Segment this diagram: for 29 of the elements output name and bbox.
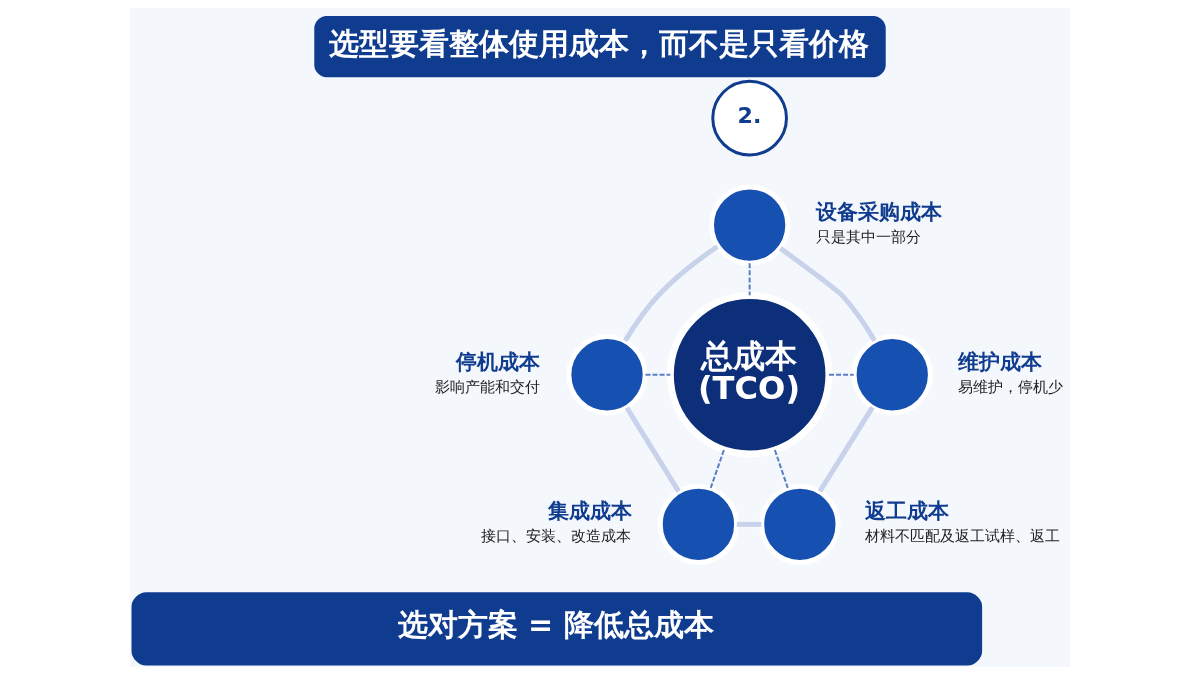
node-label: 只是其中一部分	[815, 228, 921, 247]
connector	[829, 373, 854, 376]
node-circle: 总成本 (TCO)	[666, 291, 833, 458]
connector	[817, 406, 875, 493]
node-label: 返工成本	[865, 498, 950, 524]
connector	[624, 406, 681, 493]
connector	[778, 246, 877, 342]
connector	[709, 449, 725, 489]
node-label: 停机成本	[456, 348, 541, 374]
connector	[748, 263, 751, 296]
node-circle	[708, 184, 791, 266]
connector	[736, 521, 762, 527]
connector	[623, 244, 719, 342]
node-label: 集成成本	[547, 498, 632, 524]
node-label: 材料不匹配及返工试样、返工	[865, 527, 1061, 546]
node-label: 接口、安装、改造成本	[481, 527, 632, 546]
node-label: 易维护，停机少	[957, 377, 1063, 396]
node-circle: 2.	[711, 79, 788, 157]
node-circle	[851, 334, 933, 416]
connector	[645, 373, 671, 376]
node-circle	[657, 483, 740, 566]
node-circle	[759, 483, 841, 566]
node-circle	[566, 334, 648, 416]
diagram-title: 选型要看整体使用成本，而不是只看价格	[328, 25, 869, 61]
node-box: 选对方案 = 降低总成本	[131, 592, 983, 666]
node-label: 设备采购成本	[815, 198, 942, 224]
node-label: 维护成本	[957, 348, 1042, 374]
connector	[773, 449, 789, 489]
node-label: 影响产能和交付	[435, 377, 541, 396]
